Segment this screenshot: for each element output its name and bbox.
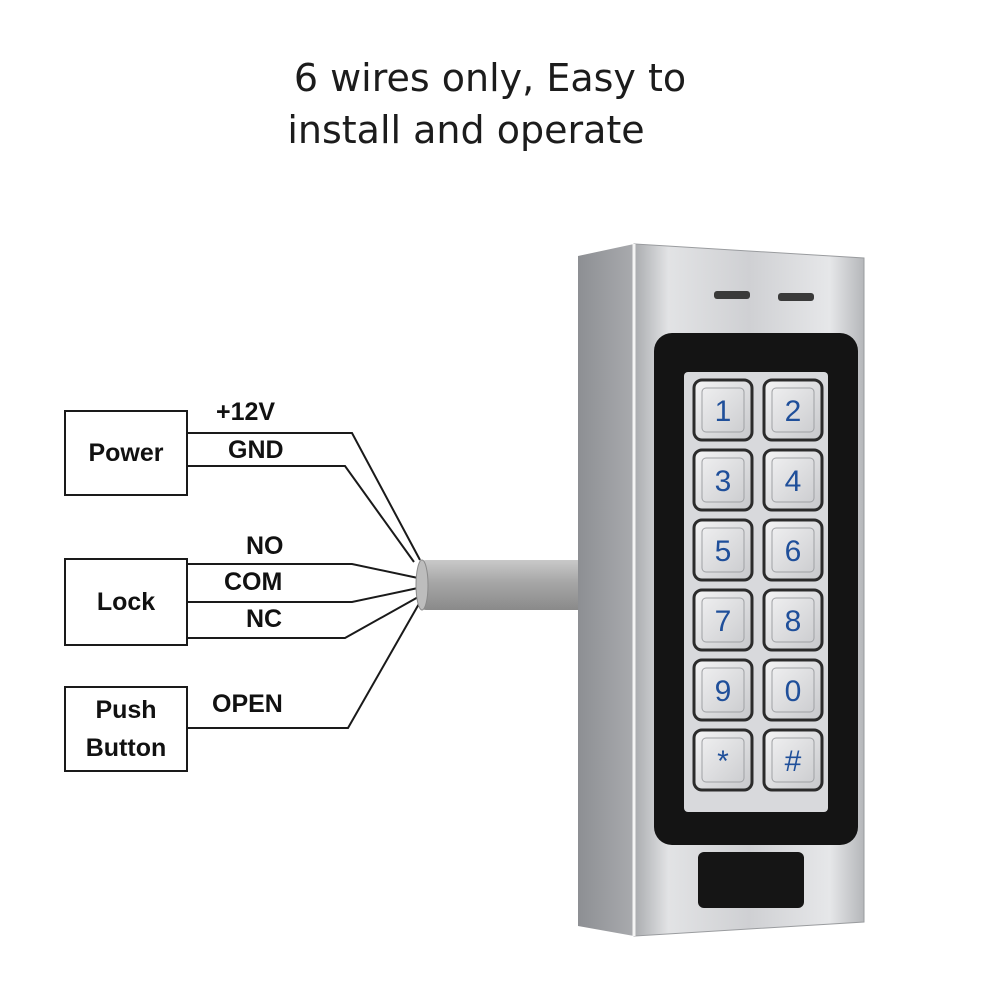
key-inset — [771, 457, 815, 503]
wire-open — [188, 601, 421, 729]
key-label: 5 — [715, 535, 732, 568]
key-inset — [701, 387, 745, 433]
key-inset — [701, 667, 745, 713]
key-4[interactable] — [762, 448, 824, 512]
key-inset — [701, 737, 745, 783]
wire-label-com: COM — [224, 568, 283, 596]
wire-label-no: NO — [246, 532, 284, 560]
key-label: 2 — [785, 395, 802, 428]
wire-nc — [188, 595, 421, 639]
key-inset — [701, 597, 745, 643]
key-label: * — [717, 745, 729, 778]
power-label: Power — [88, 439, 164, 467]
key-label: 4 — [785, 465, 802, 498]
led-left — [714, 291, 750, 299]
cable — [415, 559, 584, 611]
key-label: 0 — [785, 675, 802, 708]
reader-window — [698, 852, 804, 908]
key-label: 6 — [785, 535, 802, 568]
lock-box: Lock — [64, 558, 188, 646]
push-label-line-2: Button — [85, 734, 167, 762]
keypad-keys: 1 2 3 4 5 6 7 8 9 0 * # — [692, 378, 824, 792]
key-label: 3 — [715, 465, 732, 498]
key-inset — [701, 527, 745, 573]
wire-plus12v — [188, 432, 421, 561]
push-button-box: Push Button — [64, 686, 188, 772]
key-1[interactable] — [692, 378, 754, 442]
wire-no — [188, 563, 419, 579]
key-label: 9 — [715, 675, 732, 708]
key-7[interactable] — [692, 588, 754, 652]
key-inset — [701, 457, 745, 503]
wire-label-nc: NC — [246, 605, 283, 633]
key-2[interactable] — [762, 378, 824, 442]
wire-gnd — [188, 465, 415, 563]
key-6[interactable] — [762, 518, 824, 582]
key-label: 1 — [715, 395, 732, 428]
key-0[interactable] — [762, 658, 824, 722]
headline-line-2: install and operate — [287, 108, 645, 152]
power-box: Power — [64, 410, 188, 496]
keypad-device: 1 2 3 4 5 6 7 8 9 0 * # — [578, 243, 865, 937]
wire-label-open: OPEN — [212, 690, 283, 718]
key-star[interactable] — [692, 728, 754, 792]
wire-label-gnd: GND — [228, 436, 284, 464]
wire-label-plus12v: +12V — [216, 398, 276, 426]
wires — [188, 432, 421, 729]
key-inset — [771, 597, 815, 643]
key-inset — [771, 737, 815, 783]
key-inset — [771, 667, 815, 713]
push-label-line-1: Push — [95, 696, 157, 724]
headline: 6 wires only, Easy to install and operat… — [250, 52, 730, 156]
key-label: 8 — [785, 605, 802, 638]
key-3[interactable] — [692, 448, 754, 512]
key-8[interactable] — [762, 588, 824, 652]
led-right — [778, 293, 814, 301]
wire-com — [188, 587, 419, 603]
headline-line-1: 6 wires only, Easy to — [293, 56, 687, 100]
key-inset — [771, 527, 815, 573]
lock-label: Lock — [96, 588, 156, 616]
key-5[interactable] — [692, 518, 754, 582]
key-label: # — [785, 745, 802, 778]
key-hash[interactable] — [762, 728, 824, 792]
key-label: 7 — [715, 605, 732, 638]
key-9[interactable] — [692, 658, 754, 722]
key-inset — [771, 387, 815, 433]
